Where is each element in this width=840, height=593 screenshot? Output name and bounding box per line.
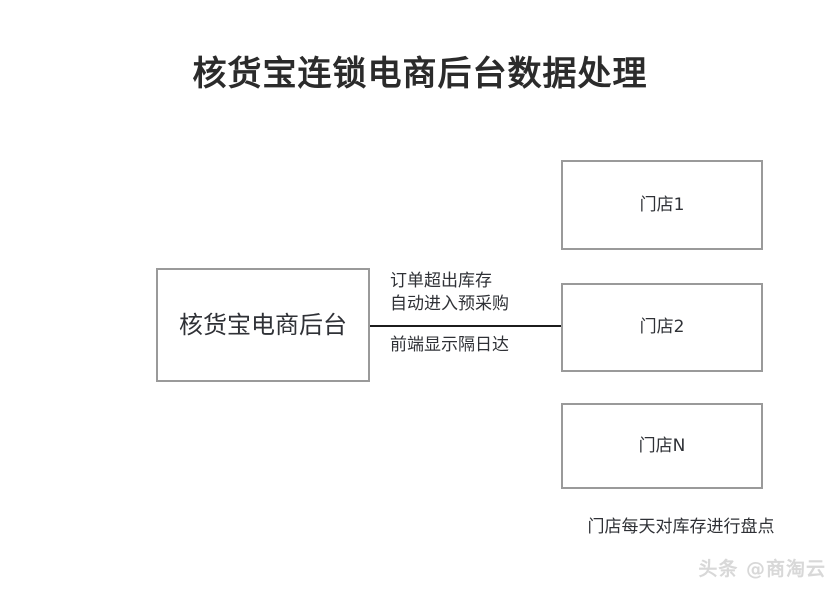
edge-label-order-overflow-line1: 订单超出库存 — [390, 271, 492, 291]
node-store-1[interactable]: 门店1 — [561, 160, 763, 250]
connector-backend-to-stores — [370, 325, 562, 327]
node-store-2-label: 门店2 — [639, 317, 685, 337]
node-store-n-label: 门店N — [638, 435, 686, 456]
edge-label-next-day-delivery: 前端显示隔日达 — [390, 335, 509, 355]
node-store-2[interactable]: 门店2 — [561, 283, 763, 372]
edge-label-order-overflow-line2: 自动进入预采购 — [390, 294, 509, 314]
node-store-1-label: 门店1 — [639, 194, 685, 215]
node-backend-label: 核货宝电商后台 — [179, 311, 347, 339]
page-title: 核货宝连锁电商后台数据处理 — [192, 54, 648, 94]
edge-label-order-overflow: 订单超出库存 自动进入预采购 — [390, 270, 509, 316]
watermark: 头条 @商淘云 — [698, 558, 826, 580]
node-store-n[interactable]: 门店N — [561, 403, 763, 489]
node-backend[interactable]: 核货宝电商后台 — [156, 268, 370, 382]
caption-daily-inventory-check: 门店每天对库存进行盘点 — [587, 517, 775, 537]
